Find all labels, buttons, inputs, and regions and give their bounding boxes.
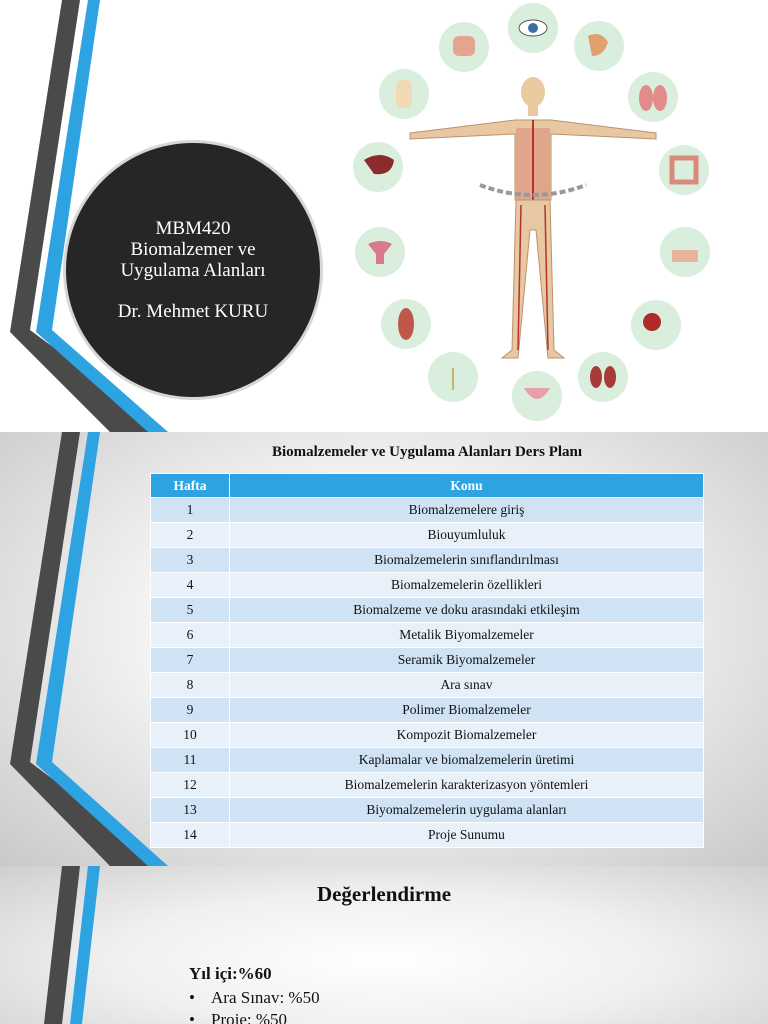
bullet-icon: • (189, 1010, 195, 1024)
week-cell: 2 (150, 522, 230, 548)
week-cell: 12 (150, 772, 230, 798)
evaluation-slide: Değerlendirme Yıl içi:%60 • Ara Sınav: %5… (0, 866, 768, 1024)
course-title-line2: Uygulama Alanları (120, 260, 266, 281)
topic-cell: Seramik Biyomalzemeler (229, 647, 704, 673)
author-name: Dr. Mehmet KURU (117, 301, 269, 322)
week-cell: 4 (150, 572, 230, 598)
course-title-line1: Biomalzemer ve (130, 239, 256, 260)
topic-cell: Biyomalzemelerin uygulama alanları (229, 797, 704, 823)
week-cell: 7 (150, 647, 230, 673)
topic-cell: Proje Sunumu (229, 822, 704, 848)
slide-decoration-stripes (10, 432, 168, 866)
week-cell: 9 (150, 697, 230, 723)
slide-decoration-stripes (10, 0, 168, 432)
header-topic: Konu (229, 473, 704, 498)
year-weight-label: Yıl içi:%60 (189, 964, 272, 983)
topic-cell: Biomalzemelerin özellikleri (229, 572, 704, 598)
slide-decoration-stripes (44, 866, 100, 1024)
topic-cell: Metalik Biyomalzemeler (229, 622, 704, 648)
list-item: • Proje: %50 (189, 1010, 320, 1024)
table-header-row: Hafta Konu (150, 473, 704, 498)
topic-cell: Kaplamalar ve biomalzemelerin üretimi (229, 747, 704, 773)
week-cell: 10 (150, 722, 230, 748)
list-item: • Ara Sınav: %50 (189, 988, 320, 1010)
week-cell: 8 (150, 672, 230, 698)
week-cell: 1 (150, 497, 230, 523)
course-code: MBM420 (155, 218, 231, 239)
topic-cell: Biouyumluluk (229, 522, 704, 548)
evaluation-list: • Ara Sınav: %50 • Proje: %50 (189, 988, 320, 1024)
human-skeleton-figure (409, 77, 657, 359)
week-cell: 5 (150, 597, 230, 623)
title-slide: MBM420 Biomalzemer ve Uygulama Alanları … (0, 0, 768, 432)
topic-cell: Kompozit Biomalzemeler (229, 722, 704, 748)
course-plan-slide: Biomalzemeler ve Uygulama Alanları Ders … (0, 432, 768, 866)
list-item-text: Ara Sınav: %50 (211, 988, 320, 1007)
week-cell: 6 (150, 622, 230, 648)
week-cell: 13 (150, 797, 230, 823)
topic-cell: Biomalzemelerin karakterizasyon yöntemle… (229, 772, 704, 798)
list-item-text: Proje: %50 (211, 1010, 288, 1024)
course-plan-title: Biomalzemeler ve Uygulama Alanları Ders … (271, 444, 583, 460)
human-body-organs-illustration (353, 3, 710, 421)
topic-cell: Biomalzemelerin sınıflandırılması (229, 547, 704, 573)
topic-cell: Biomalzeme ve doku arasındaki etkileşim (229, 597, 704, 623)
topic-cell: Polimer Biomalzemeler (229, 697, 704, 723)
organ-icons (353, 3, 710, 421)
topic-cell: Biomalzemelere giriş (229, 497, 704, 523)
evaluation-title: Değerlendirme (316, 882, 452, 906)
week-cell: 11 (150, 747, 230, 773)
topic-cell: Ara sınav (229, 672, 704, 698)
week-cell: 3 (150, 547, 230, 573)
title-circle: MBM420 Biomalzemer ve Uygulama Alanları … (63, 140, 323, 400)
bullet-icon: • (189, 988, 195, 1007)
week-cell: 14 (150, 822, 230, 848)
header-week: Hafta (150, 473, 230, 498)
